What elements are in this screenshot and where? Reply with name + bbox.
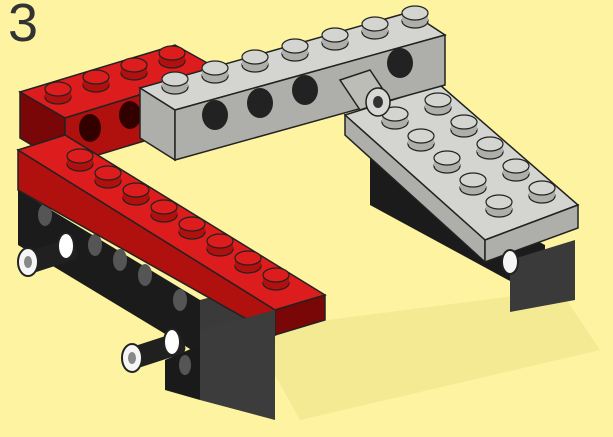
grey-stud xyxy=(460,173,486,195)
red-stud xyxy=(207,234,233,256)
grey-stud xyxy=(451,115,477,137)
grey-stud xyxy=(242,50,268,72)
grey-stud xyxy=(408,129,434,151)
grey-stud xyxy=(434,151,460,173)
grey-stud xyxy=(202,61,228,83)
grey-stud xyxy=(503,159,529,181)
red-stud xyxy=(95,166,121,188)
grey-stud xyxy=(282,39,308,61)
grey-stud xyxy=(402,6,428,28)
red-stud xyxy=(121,58,147,80)
red-stud xyxy=(151,200,177,222)
red-stud xyxy=(235,251,261,273)
grey-stud xyxy=(425,93,451,115)
red-stud xyxy=(263,268,289,290)
step-number: 3 xyxy=(8,0,38,50)
red-stud xyxy=(123,183,149,205)
white-pin-3 xyxy=(502,250,518,274)
grey-stud xyxy=(486,195,512,217)
red-stud xyxy=(83,70,109,92)
red-stud xyxy=(159,46,185,68)
grey-stud xyxy=(362,17,388,39)
grey-stud xyxy=(477,137,503,159)
red-stud xyxy=(67,149,93,171)
red-stud xyxy=(45,82,71,104)
grey-stud xyxy=(162,72,188,94)
grey-stud xyxy=(322,28,348,50)
red-stud xyxy=(179,217,205,239)
grey-stud xyxy=(529,181,555,203)
